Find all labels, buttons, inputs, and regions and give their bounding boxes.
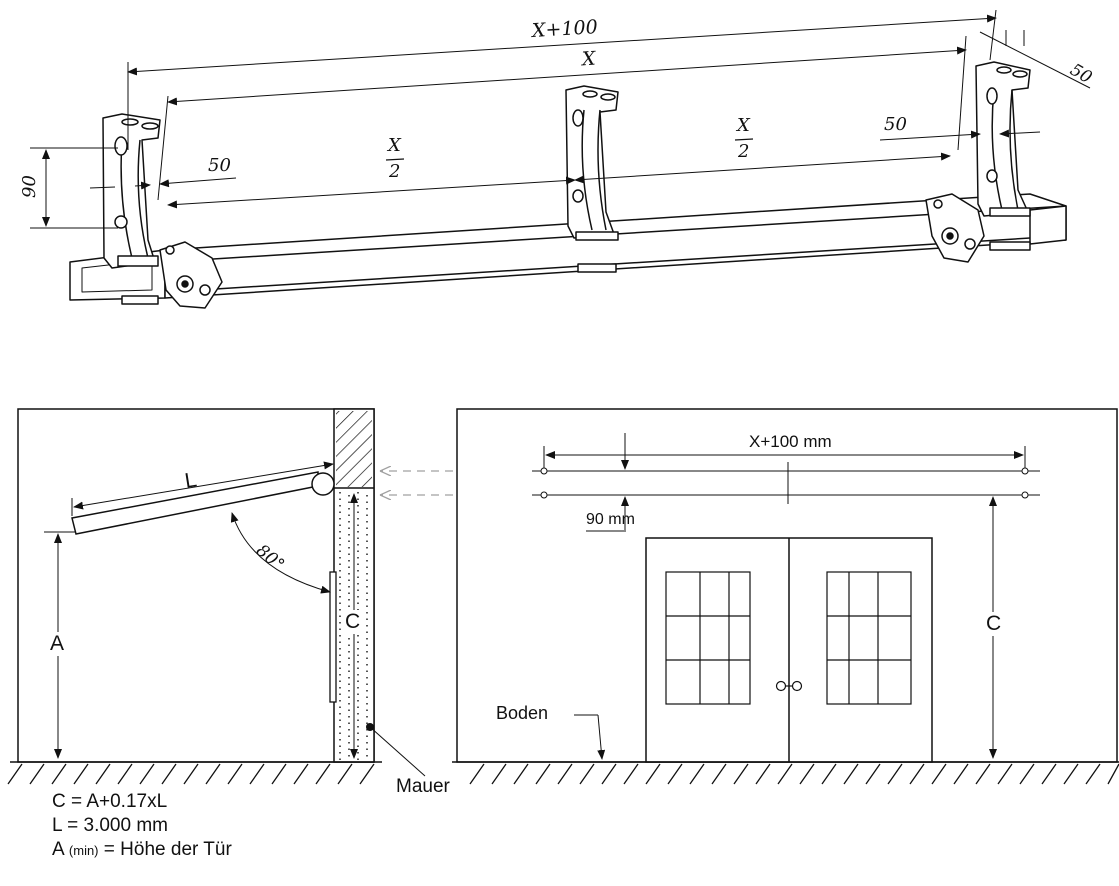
- half-left-numerator: X: [388, 135, 401, 156]
- door-handle-left: [775, 680, 787, 692]
- front-dim-90-label: 90 mm: [586, 511, 635, 528]
- pivot-circle: [311, 472, 335, 496]
- guide-arrows: [380, 471, 537, 495]
- clamp-left: [159, 241, 223, 309]
- front-label-boden: Boden: [496, 703, 549, 723]
- formula-a-suffix: = Höhe der Tür: [103, 839, 232, 860]
- bracket-right: [975, 61, 1031, 251]
- half-right-denominator: 2: [738, 141, 750, 162]
- bracket-left: [102, 113, 161, 305]
- dim-x-label: X: [581, 47, 597, 71]
- window-left: [665, 571, 751, 705]
- side-label-C: C: [345, 610, 361, 634]
- formula-l: L = 3.000 mm: [52, 815, 168, 836]
- window-right: [826, 571, 912, 705]
- side-label-A: A: [50, 632, 65, 656]
- front-view: [456, 408, 1118, 763]
- dim-x-plus-100-label: X+100: [531, 16, 599, 42]
- dim-50-left-label: 50: [208, 155, 231, 176]
- formula-a-sub: (min): [68, 843, 99, 858]
- half-left-denominator: 2: [389, 161, 401, 182]
- side-view-frame: [17, 408, 375, 763]
- half-right-numerator: X: [737, 115, 750, 136]
- dim-50-right-label: 50: [884, 114, 907, 135]
- clamp-right: [925, 193, 985, 263]
- ground-left: [7, 761, 382, 785]
- formula-a: A (min) = Höhe der Tür: [52, 838, 232, 863]
- formula-c: C = A+0.17xL: [52, 791, 168, 812]
- wall-label: Mauer: [396, 776, 450, 797]
- rail-dimensions: [30, 9, 1091, 229]
- rail-assembly: [69, 61, 1067, 309]
- side-view: [17, 408, 426, 777]
- front-label-C: C: [986, 612, 1002, 636]
- ground-right: [452, 761, 1119, 785]
- front-dim-top-label: X+100 mm: [749, 432, 832, 451]
- door-handle-right: [791, 680, 803, 692]
- formula-a-prefix: A: [52, 839, 64, 860]
- dim-90-label: 90: [18, 175, 40, 198]
